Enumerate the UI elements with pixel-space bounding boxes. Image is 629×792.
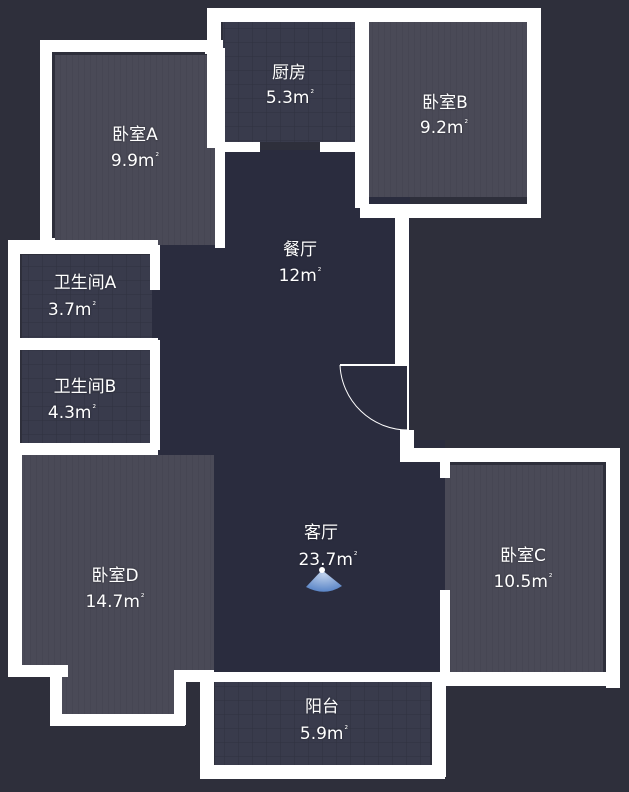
walls bbox=[8, 8, 620, 779]
area-unit-mark: ² bbox=[353, 551, 358, 561]
kitchen-name: 厨房 bbox=[272, 63, 306, 83]
bedroom-c-floor bbox=[445, 465, 603, 675]
area-unit-mark: ² bbox=[548, 573, 553, 583]
bedroom-d-floor bbox=[22, 455, 214, 670]
area-unit-mark: ² bbox=[344, 725, 349, 735]
bedroom-a-area: 9.9m² bbox=[110, 151, 160, 171]
area-unit-mark: ² bbox=[155, 152, 160, 162]
kitchen-area: 5.3m² bbox=[265, 88, 315, 108]
bedroom-b-floor bbox=[367, 22, 527, 197]
area-unit-mark: ² bbox=[317, 267, 322, 277]
bedroom-a-floor bbox=[55, 55, 215, 245]
camera-viewpoint-icon[interactable] bbox=[306, 567, 342, 592]
bathroom-b-area: 4.3m² bbox=[47, 403, 97, 423]
balcony-floor bbox=[215, 680, 430, 765]
living-floor bbox=[210, 440, 445, 670]
balcony-area: 5.9m² bbox=[299, 724, 349, 744]
dining-name: 餐厅 bbox=[283, 240, 317, 260]
bathroom-a-name: 卫生间A bbox=[53, 273, 117, 293]
kitchen-floor bbox=[223, 22, 358, 142]
bedroom-d-name: 卧室D bbox=[91, 566, 139, 586]
bedroom-c-area: 10.5m² bbox=[493, 572, 553, 592]
bedroom-d-area: 14.7m² bbox=[85, 592, 145, 612]
bay-window-floor bbox=[62, 670, 174, 715]
door-swing-icon bbox=[339, 364, 409, 432]
area-unit-mark: ² bbox=[140, 593, 145, 603]
living-name: 客厅 bbox=[304, 523, 338, 543]
area-unit-mark: ² bbox=[92, 404, 97, 414]
bedroom-b-area: 9.2m² bbox=[419, 118, 469, 138]
bathroom-b-floor bbox=[22, 350, 152, 445]
bedroom-a-name: 卧室A bbox=[112, 125, 158, 145]
area-unit-mark: ² bbox=[464, 119, 469, 129]
bathroom-a-area: 3.7m² bbox=[47, 300, 97, 320]
area-unit-mark: ² bbox=[310, 89, 315, 99]
bedroom-b-name: 卧室B bbox=[422, 93, 468, 113]
living-area: 23.7m² bbox=[298, 550, 358, 570]
bathroom-a-floor bbox=[22, 255, 152, 340]
bedroom-c-name: 卧室C bbox=[500, 546, 546, 566]
bathroom-b-name: 卫生间B bbox=[53, 377, 117, 397]
windows bbox=[13, 13, 590, 760]
dining-area: 12m² bbox=[278, 266, 322, 286]
balcony-name: 阳台 bbox=[305, 697, 339, 717]
area-unit-mark: ² bbox=[92, 301, 97, 311]
